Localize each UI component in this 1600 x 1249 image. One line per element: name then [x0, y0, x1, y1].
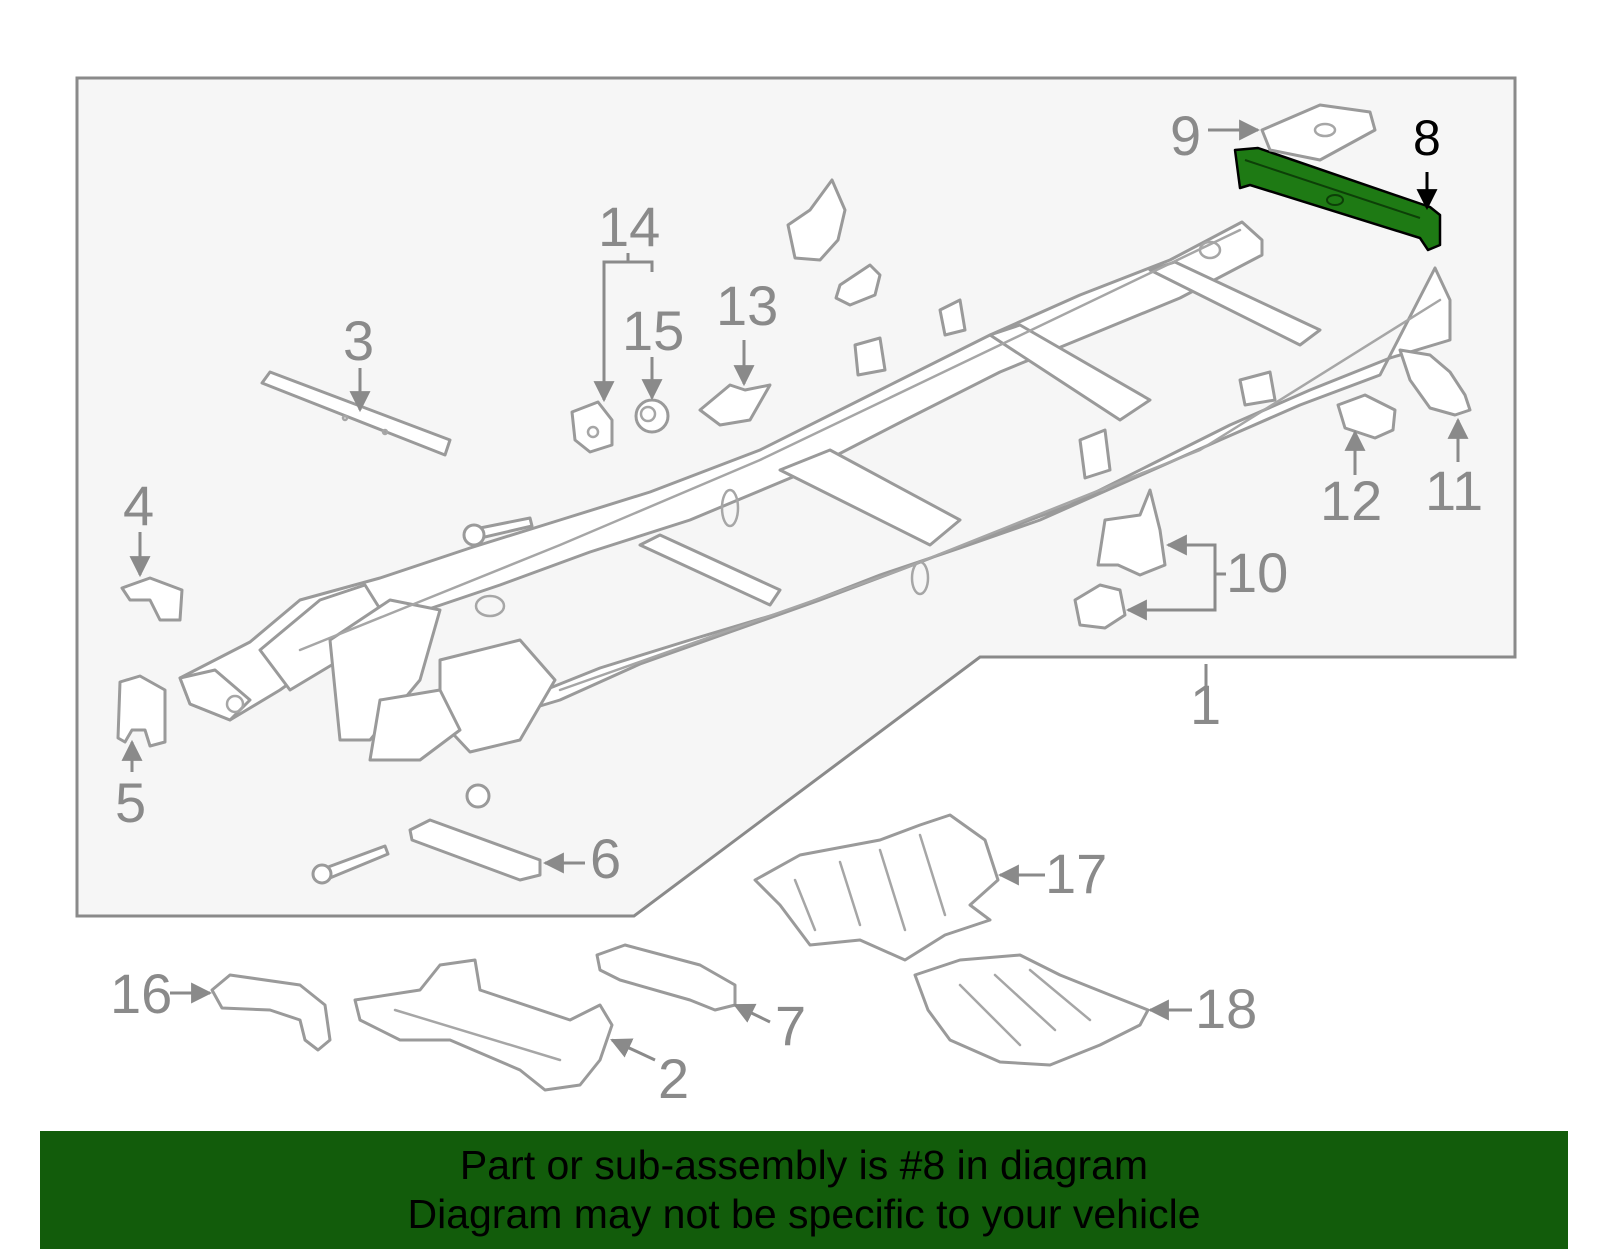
part-12-mount[interactable] [1336, 393, 1397, 440]
callout-2: 2 [658, 1047, 689, 1110]
callout-12: 12 [1320, 469, 1382, 532]
part-3-bar[interactable] [260, 370, 452, 457]
callout-16: 16 [110, 962, 172, 1025]
leader-lines [121, 119, 1469, 1062]
callout-1: 1 [1190, 673, 1221, 736]
part-9-plate[interactable] [1260, 103, 1377, 162]
callout-17: 17 [1045, 842, 1107, 905]
callout-9: 9 [1170, 104, 1201, 167]
callout-4: 4 [123, 474, 154, 537]
part-16-bracket[interactable] [210, 973, 332, 1052]
callout-14: 14 [598, 195, 660, 258]
inset-panel [75, 76, 1517, 918]
callout-labels: 1 2 3 4 5 6 7 8 9 10 11 12 13 14 15 16 1… [110, 104, 1483, 1110]
part-6-crossbar[interactable] [311, 516, 542, 885]
callout-13: 13 [716, 274, 778, 337]
callout-8: 8 [1413, 110, 1441, 166]
callout-18: 18 [1195, 977, 1257, 1040]
part-17-skid-plate[interactable] [753, 813, 1000, 962]
banner-line-disclaimer: Diagram may not be specific to your vehi… [407, 1191, 1201, 1237]
callout-7: 7 [775, 994, 806, 1057]
part-8-crossmember[interactable] [1233, 146, 1442, 252]
part-2-crossmember[interactable] [353, 958, 614, 1092]
callout-15: 15 [622, 299, 684, 362]
part-11-bracket[interactable] [1398, 348, 1472, 417]
part-18-skid-plate[interactable] [913, 953, 1150, 1067]
upper-brackets[interactable] [786, 178, 882, 307]
callout-6: 6 [590, 827, 621, 890]
callout-3: 3 [343, 309, 374, 372]
frame-assembly[interactable] [178, 220, 1452, 762]
part-13-bracket[interactable] [698, 383, 772, 427]
callout-11: 11 [1425, 459, 1483, 522]
banner-line-part: Part or sub-assembly is #8 in diagram [459, 1142, 1149, 1188]
callout-10: 10 [1226, 541, 1288, 604]
info-banner: Part or sub-assembly is #8 in diagram Di… [40, 1131, 1568, 1249]
part-15-bushing[interactable] [634, 398, 670, 434]
callout-5: 5 [115, 771, 146, 834]
part-7-bracket[interactable] [595, 943, 737, 1012]
part-10-brackets[interactable] [1073, 488, 1167, 630]
part-4-bracket[interactable] [120, 576, 184, 622]
